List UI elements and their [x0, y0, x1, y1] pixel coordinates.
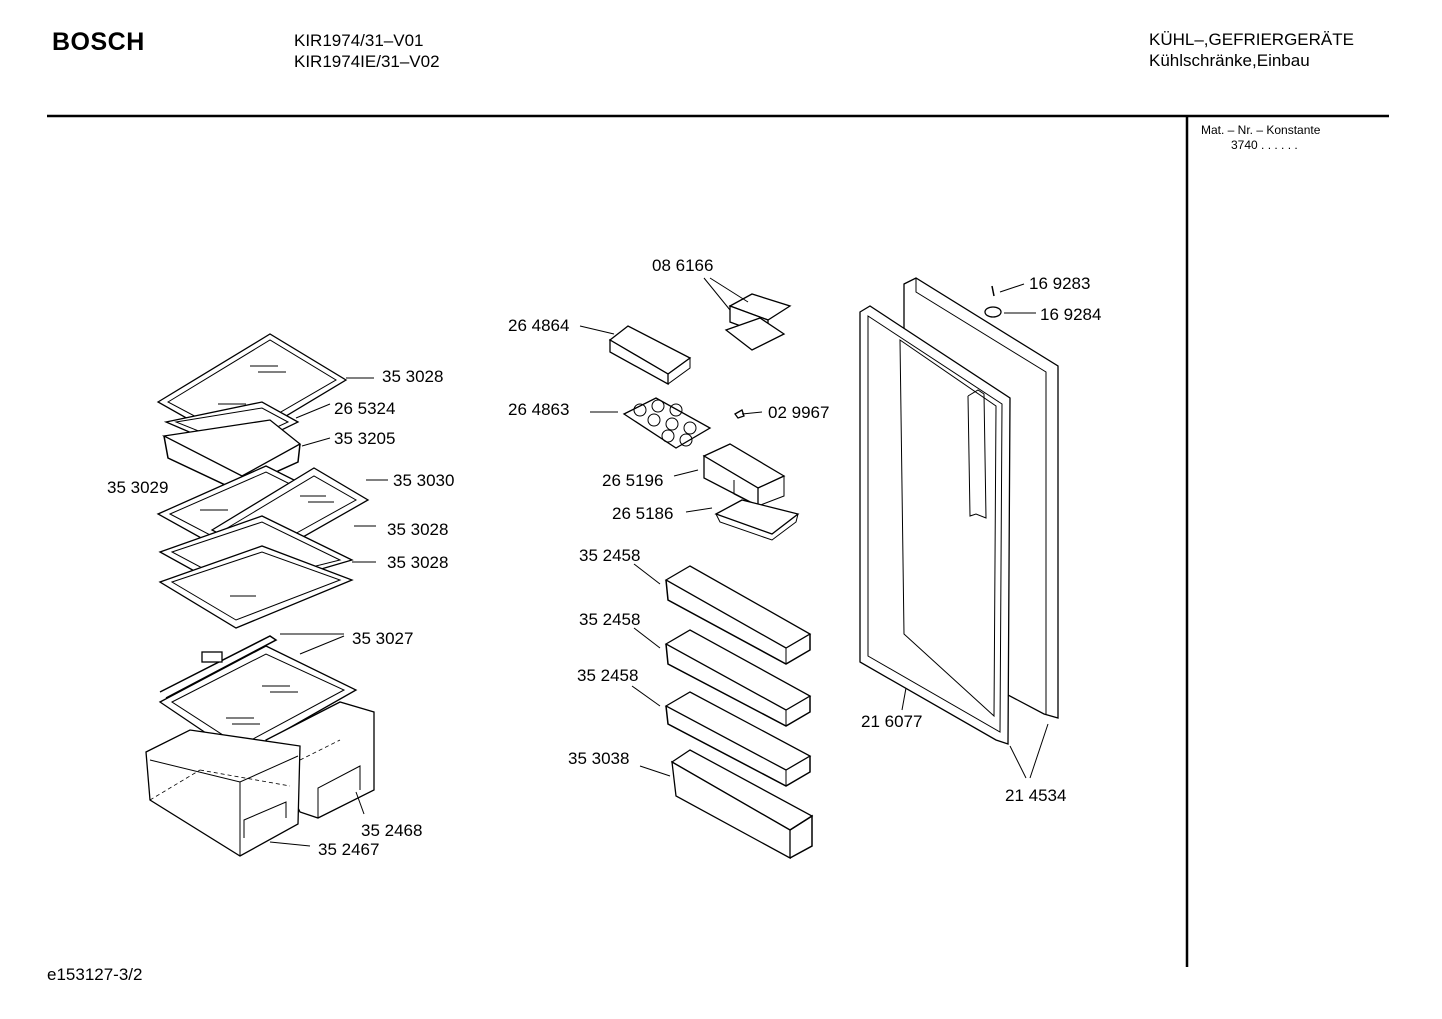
- constant-value: 3740 . . . . . .: [1231, 138, 1298, 152]
- part-label: 35 3030: [393, 471, 454, 490]
- part-label: 35 3028: [387, 520, 448, 539]
- part-label: 08 6166: [652, 256, 713, 275]
- model-number-2: KIR1974IE/31–V02: [294, 52, 440, 71]
- compartment-265186: [714, 499, 800, 541]
- part-label: 16 9284: [1040, 305, 1101, 324]
- part-label: 35 3029: [107, 478, 168, 497]
- part-label: 35 2458: [579, 610, 640, 629]
- part-label: 35 3205: [334, 429, 395, 448]
- door-screw-169283: [991, 285, 995, 297]
- part-label: 21 4534: [1005, 786, 1066, 805]
- part-label: 35 3027: [352, 629, 413, 648]
- part-label: 35 2468: [361, 821, 422, 840]
- part-label: 35 3028: [382, 367, 443, 386]
- door-shelf-352458-b: [664, 629, 812, 727]
- part-label: 35 2467: [318, 840, 379, 859]
- part-label: 26 5324: [334, 399, 395, 418]
- part-label: 26 4864: [508, 316, 569, 335]
- part-label: 02 9967: [768, 403, 829, 422]
- part-label: 35 3038: [568, 749, 629, 768]
- part-label: 35 2458: [579, 546, 640, 565]
- door-seal-216077: [859, 305, 1011, 745]
- butter-box-264864: [608, 325, 692, 386]
- part-label: 26 5186: [612, 504, 673, 523]
- part-label: 35 3028: [387, 553, 448, 572]
- part-label: 21 6077: [861, 712, 922, 731]
- glass-shelf-mid-2: [158, 545, 354, 629]
- screw-029967: [734, 409, 745, 419]
- crisper-cover-353027: [158, 635, 358, 757]
- door-shelf-352458-c: [664, 691, 812, 787]
- part-label: 26 5196: [602, 471, 663, 490]
- part-label: 26 4863: [508, 400, 569, 419]
- part-label: 16 9283: [1029, 274, 1090, 293]
- drawing-code: e153127-3/2: [47, 965, 143, 984]
- category-title: KÜHL–,GEFRIERGERÄTE: [1149, 30, 1354, 49]
- compartment-lid-265196: [702, 443, 786, 508]
- category-subtitle: Kühlschränke,Einbau: [1149, 51, 1310, 70]
- door-shelf-352458-a: [664, 565, 812, 665]
- brand-logo: BOSCH: [52, 28, 145, 56]
- bottle-shelf-353038: [670, 749, 814, 860]
- door-cap-169284: [984, 306, 1002, 318]
- egg-tray-holder-086166: [724, 293, 792, 351]
- constant-label: Mat. – Nr. – Konstante: [1201, 123, 1321, 137]
- model-number-1: KIR1974/31–V01: [294, 31, 424, 50]
- vegetable-drawer-352467: [145, 729, 301, 857]
- part-label: 35 2458: [577, 666, 638, 685]
- egg-tray-264863: [622, 397, 712, 449]
